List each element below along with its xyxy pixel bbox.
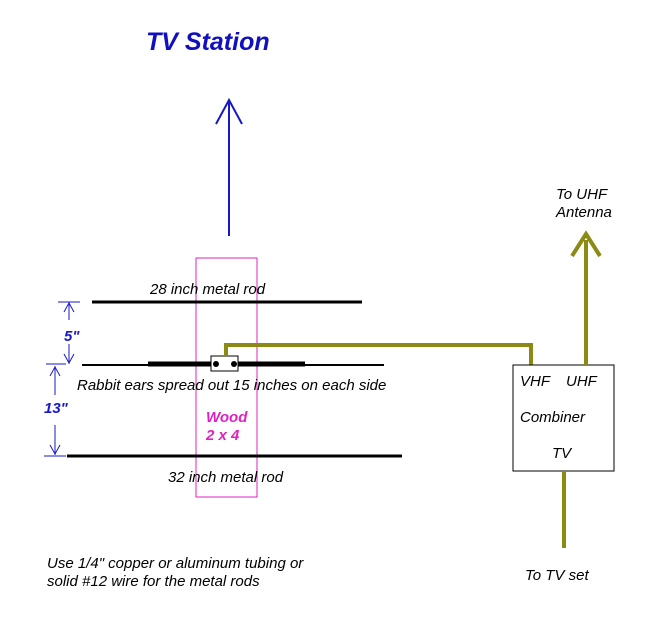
- combiner-uhf-label: UHF: [566, 373, 597, 390]
- feedpoint-left: [213, 361, 219, 367]
- dim-upper-arrow-top: [63, 301, 75, 313]
- combiner-tv-label: TV: [552, 445, 572, 462]
- wood-board: [195, 257, 258, 498]
- uhf-arrow-head: [570, 230, 602, 258]
- feed-cable: [224, 343, 533, 366]
- station-arrow-head: [215, 97, 243, 125]
- combiner-name-label: Combiner: [520, 409, 586, 426]
- dim-lower-arrow-bottom: [49, 444, 61, 456]
- uhf-antenna-label-1: To UHF: [556, 186, 608, 203]
- dim-lower-label: 13": [44, 400, 68, 417]
- dim-lower-arrow-top: [49, 365, 61, 377]
- rod-top-label: 28 inch metal rod: [150, 281, 266, 298]
- materials-note: Use 1/4" copper or aluminum tubing or so…: [47, 555, 303, 591]
- to-tv-set-label: To TV set: [525, 567, 589, 584]
- materials-note-line-1: Use 1/4" copper or aluminum tubing or: [47, 555, 304, 572]
- uhf-antenna-label-2: Antenna: [556, 204, 612, 221]
- wood-label-1: Wood: [206, 409, 248, 426]
- combiner-vhf-label: VHF: [520, 373, 550, 390]
- rabbit-ears-label: Rabbit ears spread out 15 inches on each…: [77, 377, 387, 394]
- wood-label-2: 2 x 4: [206, 427, 240, 444]
- dim-upper-label: 5": [64, 328, 80, 345]
- materials-note-line-2: solid #12 wire for the metal rods: [47, 573, 260, 590]
- page-title: TV Station: [146, 28, 270, 56]
- combiner-box: [512, 364, 615, 472]
- dim-upper-arrow-bottom: [63, 353, 75, 365]
- rod-bottom-label: 32 inch metal rod: [168, 469, 284, 486]
- feedpoint-right: [231, 361, 237, 367]
